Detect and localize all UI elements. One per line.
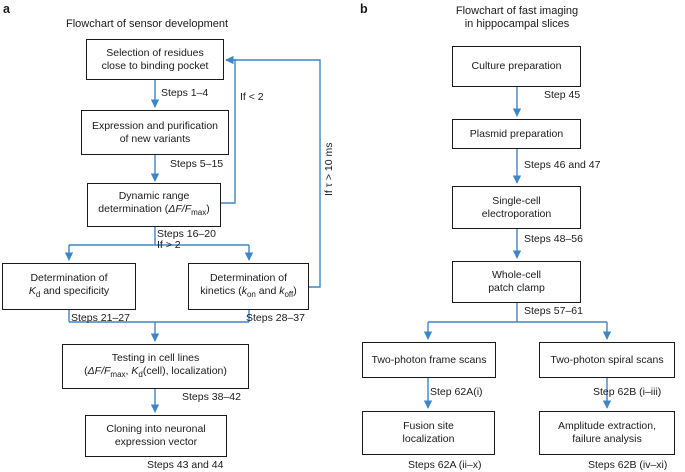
box-line: expression vector: [114, 436, 198, 448]
box-line-formula: (ΔF/Fmax, Kd(cell), localization): [84, 365, 227, 381]
label-if-gt-2: If > 2: [157, 239, 181, 251]
panel-b-letter: b: [360, 2, 368, 16]
label-steps-16-20: Steps 16–20: [157, 228, 216, 240]
subscript: max: [110, 370, 126, 380]
box-dynamic-range: Dynamic range determination (ΔF/Fmax): [87, 183, 221, 227]
box-whole-cell-patch-clamp: Whole-cell patch clamp: [452, 261, 581, 303]
text: ): [206, 203, 210, 216]
box-line: close to binding pocket: [101, 59, 209, 72]
title-line: in hippocampal slices: [464, 18, 570, 30]
box-line: Fusion site: [403, 420, 454, 432]
panel-a-letter: a: [3, 2, 10, 16]
box-line-formula: Kd and specificity: [29, 285, 109, 301]
box-plasmid-preparation: Plasmid preparation: [452, 119, 581, 149]
math: K: [131, 364, 139, 377]
box-line: Expression and purification: [91, 119, 219, 132]
box-line: failure analysis: [572, 433, 642, 445]
box-line: Selection of residues: [106, 46, 204, 59]
box-two-photon-spiral-scans: Two-photon spiral scans: [539, 342, 675, 378]
subscript: d: [35, 290, 41, 300]
text: determination (: [98, 203, 169, 216]
box-determination-kinetics: Determination of kinetics (kon and koff): [188, 263, 309, 310]
label-steps-38-42: Steps 38–42: [182, 391, 241, 403]
label-steps-28-37: Steps 28–37: [246, 312, 305, 324]
box-line: Determination of: [209, 271, 288, 284]
box-cloning-vector: Cloning into neuronal expression vector: [85, 415, 227, 457]
label-step-62b-i-iii: Step 62B (i–iii): [593, 386, 662, 398]
text: and: [255, 284, 280, 297]
box-line: of new variants: [119, 132, 191, 145]
box-line: Cloning into neuronal: [106, 423, 206, 435]
box-line: localization: [402, 433, 455, 445]
math: k: [241, 284, 247, 297]
label-step-62a-i: Step 62A(i): [430, 386, 483, 398]
text: ,: [125, 364, 132, 377]
box-determination-kd: Determination of Kd and specificity: [2, 263, 136, 310]
box-line: Amplitude extraction,: [557, 420, 657, 432]
title-line: Flowchart of fast imaging: [455, 5, 579, 17]
subscript: d: [138, 370, 143, 380]
label-steps-48-56: Steps 48–56: [524, 233, 583, 245]
math: K: [28, 284, 36, 297]
box-amplitude-extraction: Amplitude extraction, failure analysis: [539, 411, 675, 455]
box-line: Dynamic range: [118, 190, 190, 203]
text: kinetics (: [200, 284, 242, 297]
box-line: Testing in cell lines: [111, 351, 200, 364]
text: and specificity: [40, 284, 110, 297]
box-line: Two-photon spiral scans: [550, 353, 664, 366]
label-step-45: Step 45: [544, 89, 581, 101]
label-steps-46-47: Steps 46 and 47: [524, 159, 601, 171]
math: ΔF/F: [168, 203, 192, 216]
box-line: patch clamp: [488, 282, 545, 294]
box-expression-purification: Expression and purification of new varia…: [81, 110, 229, 155]
box-line-formula: kinetics (kon and koff): [200, 285, 296, 301]
label-steps-57-61: Steps 57–61: [524, 305, 583, 317]
box-single-cell-electroporation: Single-cell electroporation: [452, 186, 581, 229]
box-line-formula: determination (ΔF/Fmax): [98, 203, 209, 219]
label-steps-62b-iv-xi: Steps 62B (iv–xi): [588, 459, 668, 471]
label-steps-21-27: Steps 21–27: [71, 312, 130, 324]
math: k: [279, 284, 285, 297]
panel-b-title: Flowchart of fast imaging in hippocampal…: [452, 5, 582, 31]
box-line: Plasmid preparation: [469, 127, 564, 140]
box-line: Single-cell: [492, 194, 541, 207]
text: ): [293, 284, 297, 297]
box-line: Two-photon frame scans: [371, 353, 487, 366]
box-two-photon-frame-scans: Two-photon frame scans: [362, 342, 496, 378]
math: ΔF/F: [87, 364, 111, 377]
label-steps-62a-ii-x: Steps 62A (ii–x): [408, 459, 482, 471]
label-steps-43-44: Steps 43 and 44: [147, 459, 224, 471]
box-testing-cell-lines: Testing in cell lines (ΔF/Fmax, Kd(cell)…: [62, 344, 249, 389]
box-line: Whole-cell: [491, 269, 541, 281]
box-line: Culture preparation: [471, 60, 562, 72]
box-selection-residues: Selection of residues close to binding p…: [86, 39, 224, 80]
panel-a-title: Flowchart of sensor development: [66, 18, 229, 30]
label-steps-5-15: Steps 5–15: [170, 158, 224, 170]
loop-if-tau: [226, 59, 321, 288]
label-if-tau-gt-10ms: If τ > 10 ms: [323, 142, 335, 196]
label-if-lt-2: If < 2: [240, 91, 264, 103]
box-culture-preparation: Culture preparation: [452, 46, 581, 87]
box-fusion-site-localization: Fusion site localization: [362, 411, 495, 455]
box-line: Determination of: [30, 271, 108, 284]
subscript: off: [284, 290, 294, 300]
text: (: [84, 364, 88, 377]
box-line: electroporation: [481, 207, 552, 220]
label-steps-1-4: Steps 1–4: [161, 87, 209, 99]
subscript: max: [191, 208, 207, 218]
text: (cell), localization): [142, 364, 227, 377]
subscript: on: [246, 290, 256, 300]
